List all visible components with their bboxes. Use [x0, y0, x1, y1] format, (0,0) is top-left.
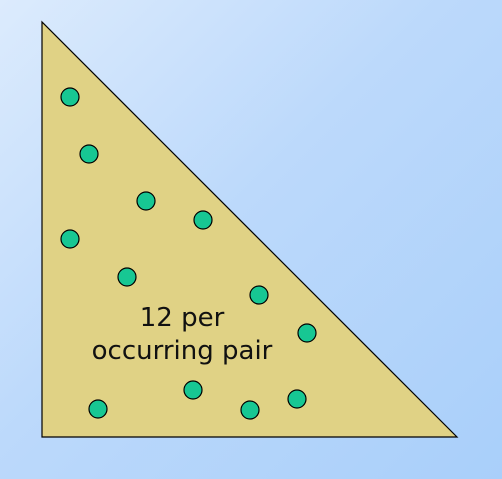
- dot-group: [60, 87, 317, 420]
- dot-3: [136, 191, 156, 211]
- dot-8: [297, 323, 317, 343]
- dot-6: [117, 267, 137, 287]
- dot-7: [249, 285, 269, 305]
- caption-line-1: 12 per: [139, 303, 225, 333]
- dot-11: [287, 389, 307, 409]
- dot-2: [79, 144, 99, 164]
- triangle-shape: [41, 20, 459, 438]
- dot-10: [88, 399, 108, 419]
- caption-line-2: occurring pair: [91, 336, 273, 366]
- dot-5: [60, 229, 80, 249]
- dot-9: [183, 380, 203, 400]
- dot-1: [60, 87, 80, 107]
- dot-4: [193, 210, 213, 230]
- dot-12: [240, 400, 260, 420]
